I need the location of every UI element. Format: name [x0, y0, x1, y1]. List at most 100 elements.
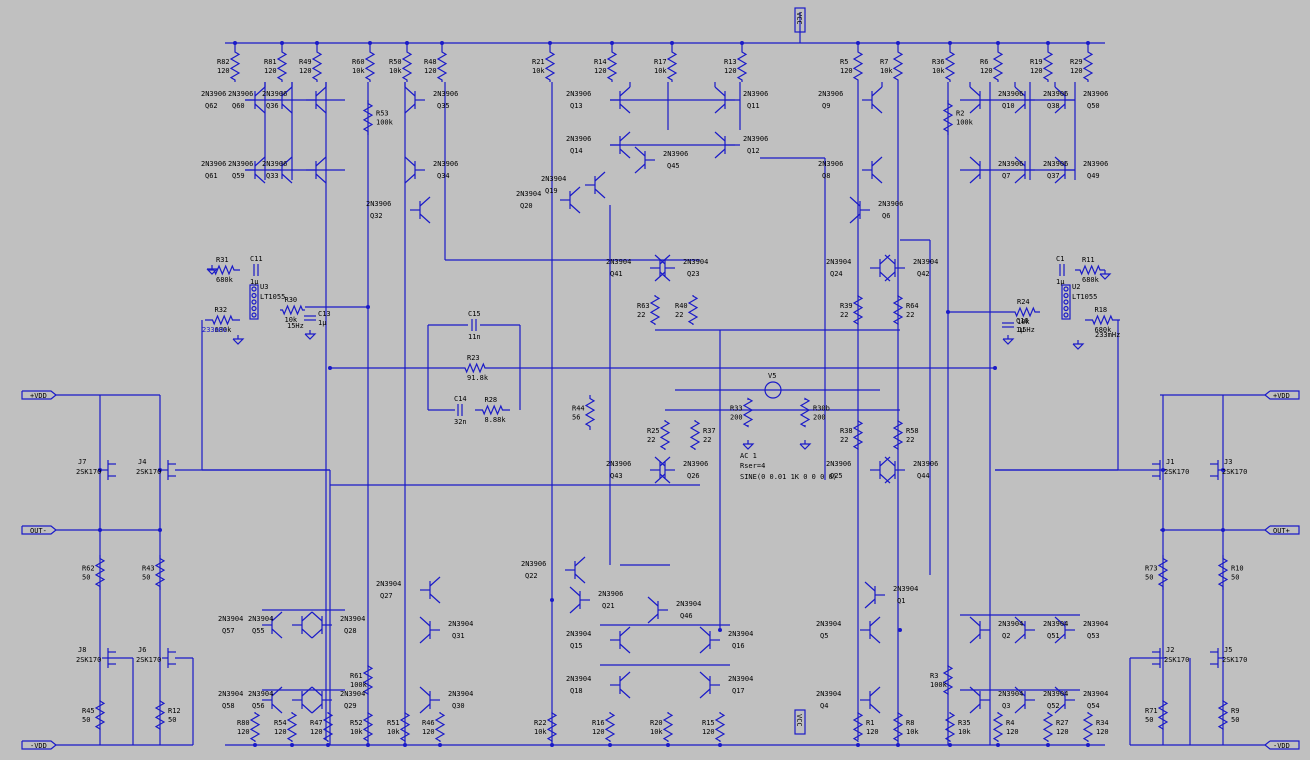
resistor-name: R52 [350, 719, 363, 727]
resistor-body [1157, 555, 1169, 590]
transistor-name: Q12 [747, 147, 760, 155]
resistor-name: R49 [299, 58, 312, 66]
resistor-name: R16 [592, 719, 605, 727]
transistor-model: 2N3904 [541, 175, 566, 183]
resistor-name: R38 [840, 427, 853, 435]
resistor-R28 [475, 404, 510, 416]
junction-dot [98, 528, 102, 532]
source-sine: SINE(0 0.01 1K 0 0 0 0) [740, 473, 837, 481]
junction-dot [548, 41, 552, 45]
resistor-body [1042, 50, 1054, 82]
resistor-R15 [714, 712, 726, 742]
junction-dot [158, 468, 162, 472]
resistor-value: 680k [216, 276, 234, 284]
ground-symbol [304, 330, 317, 340]
junction-dot [856, 743, 860, 747]
jfet-J1 [1152, 460, 1166, 480]
transistor-Q56 [292, 686, 313, 714]
junction-dot [608, 743, 612, 747]
transistor-name: Q24 [830, 270, 843, 278]
capacitor-C15 [471, 319, 477, 331]
transistor-name: Q21 [602, 602, 615, 610]
resistor-R40 [687, 295, 699, 325]
transistor-Q62 [245, 86, 266, 114]
resistor-name: R33 [730, 405, 743, 413]
resistor-value: 10k [932, 67, 945, 75]
opamp-model: LT1055 [260, 293, 285, 301]
junction-dot [996, 743, 1000, 747]
transistor-model: 2N3904 [218, 690, 243, 698]
resistor-R25 [659, 420, 671, 450]
transistor-Q54 [1054, 686, 1075, 714]
transistor-model: 2N3904 [340, 615, 365, 623]
transistor-model: 2N3906 [913, 460, 938, 468]
resistor-value: 120 [217, 67, 230, 75]
resistor-name: R7 [880, 58, 888, 66]
transistor-Q49 [1054, 156, 1075, 184]
source-rser: Rser=4 [740, 462, 765, 470]
transistor-name: Q23 [687, 270, 700, 278]
resistor-body [604, 712, 616, 742]
resistor-R11 [1075, 264, 1105, 276]
wires [56, 12, 1265, 747]
transistor-Q10 [969, 86, 990, 114]
transistor-name: Q2 [1002, 632, 1010, 640]
ground-symbol [1072, 340, 1085, 350]
resistor-name: R28 [485, 396, 498, 404]
transistor-name: Q35 [437, 102, 450, 110]
transistor-name: Q13 [570, 102, 583, 110]
resistor-value: 10k [532, 67, 545, 75]
capacitor-C11 [253, 264, 259, 276]
resistor-R21 [544, 50, 556, 82]
transistor-Q16 [699, 626, 720, 654]
resistor-body [276, 50, 288, 82]
junction-dot [1086, 743, 1090, 747]
resistor-body [606, 50, 618, 82]
resistor-value: 100k [350, 681, 368, 689]
transistor-model: 2N3904 [248, 615, 273, 623]
transistor-name: Q42 [917, 270, 930, 278]
resistor-name: R6 [980, 58, 988, 66]
port-left-vdd-neg-label: -VDD [30, 742, 47, 750]
resistor-value: 120 [592, 728, 605, 736]
port-right-out-label: OUT+ [1273, 527, 1290, 535]
transistor-model: 2N3906 [743, 90, 768, 98]
resistor-body [584, 395, 596, 430]
transistor-Q59 [272, 156, 293, 184]
resistor-R22 [546, 712, 558, 742]
resistor-body [249, 712, 261, 742]
transistor-Q24 [870, 254, 891, 282]
resistor-value: 10k [880, 67, 893, 75]
port-right-vdd-neg-label: -VDD [1273, 742, 1290, 750]
resistor-body [852, 50, 864, 82]
resistor-value: 100k [930, 681, 948, 689]
resistor-value: 10k [389, 67, 402, 75]
transistor-Q37 [1014, 156, 1035, 184]
transistor-model: 2N3906 [1083, 90, 1108, 98]
resistor-value: 22 [647, 436, 655, 444]
resistor-R52 [362, 712, 374, 742]
port-right-vdd-pos-label: +VDD [1273, 392, 1290, 400]
resistor-R81 [276, 50, 288, 82]
junction-dot [233, 41, 237, 45]
opamp-name: U2 [1072, 283, 1080, 291]
junction-dot [98, 468, 102, 472]
transistor-name: Q4 [820, 702, 828, 710]
resistor-R29 [1082, 50, 1094, 82]
resistor-R3 [942, 665, 954, 695]
resistor-R33 [742, 397, 754, 428]
resistor-body [362, 100, 374, 135]
capacitor-name: C14 [454, 395, 467, 403]
transistor-name: Q7 [1002, 172, 1010, 180]
transistor-name: Q15 [570, 642, 583, 650]
transistor-name: Q57 [222, 627, 235, 635]
transistor-Q53 [1054, 616, 1075, 644]
transistor-Q14 [610, 131, 631, 159]
resistor-value: 100k [376, 119, 394, 127]
resistor-value: 120 [840, 67, 853, 75]
resistor-R73 [1157, 555, 1169, 590]
resistor-name: R34 [1096, 719, 1109, 727]
transistor-model: 2N3904 [516, 190, 541, 198]
resistor-name: R11 [1082, 256, 1095, 264]
